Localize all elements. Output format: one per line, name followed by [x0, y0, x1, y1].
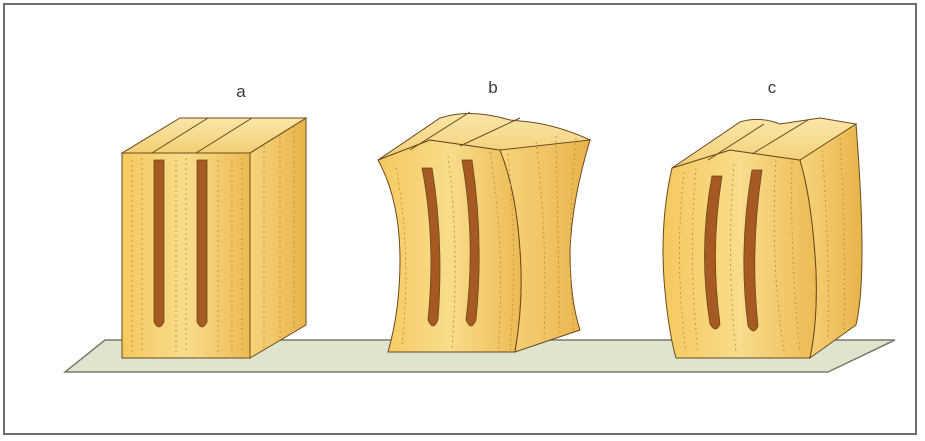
label-b: b — [478, 78, 508, 98]
block-b — [378, 112, 590, 352]
block-c-front — [663, 150, 816, 358]
block-c — [663, 118, 862, 358]
label-a: a — [226, 82, 256, 102]
block-a-side — [250, 118, 306, 358]
block-a — [122, 118, 306, 358]
block-a-groove-1 — [154, 160, 164, 327]
block-a-groove-2 — [197, 160, 207, 327]
label-c: c — [757, 78, 787, 98]
